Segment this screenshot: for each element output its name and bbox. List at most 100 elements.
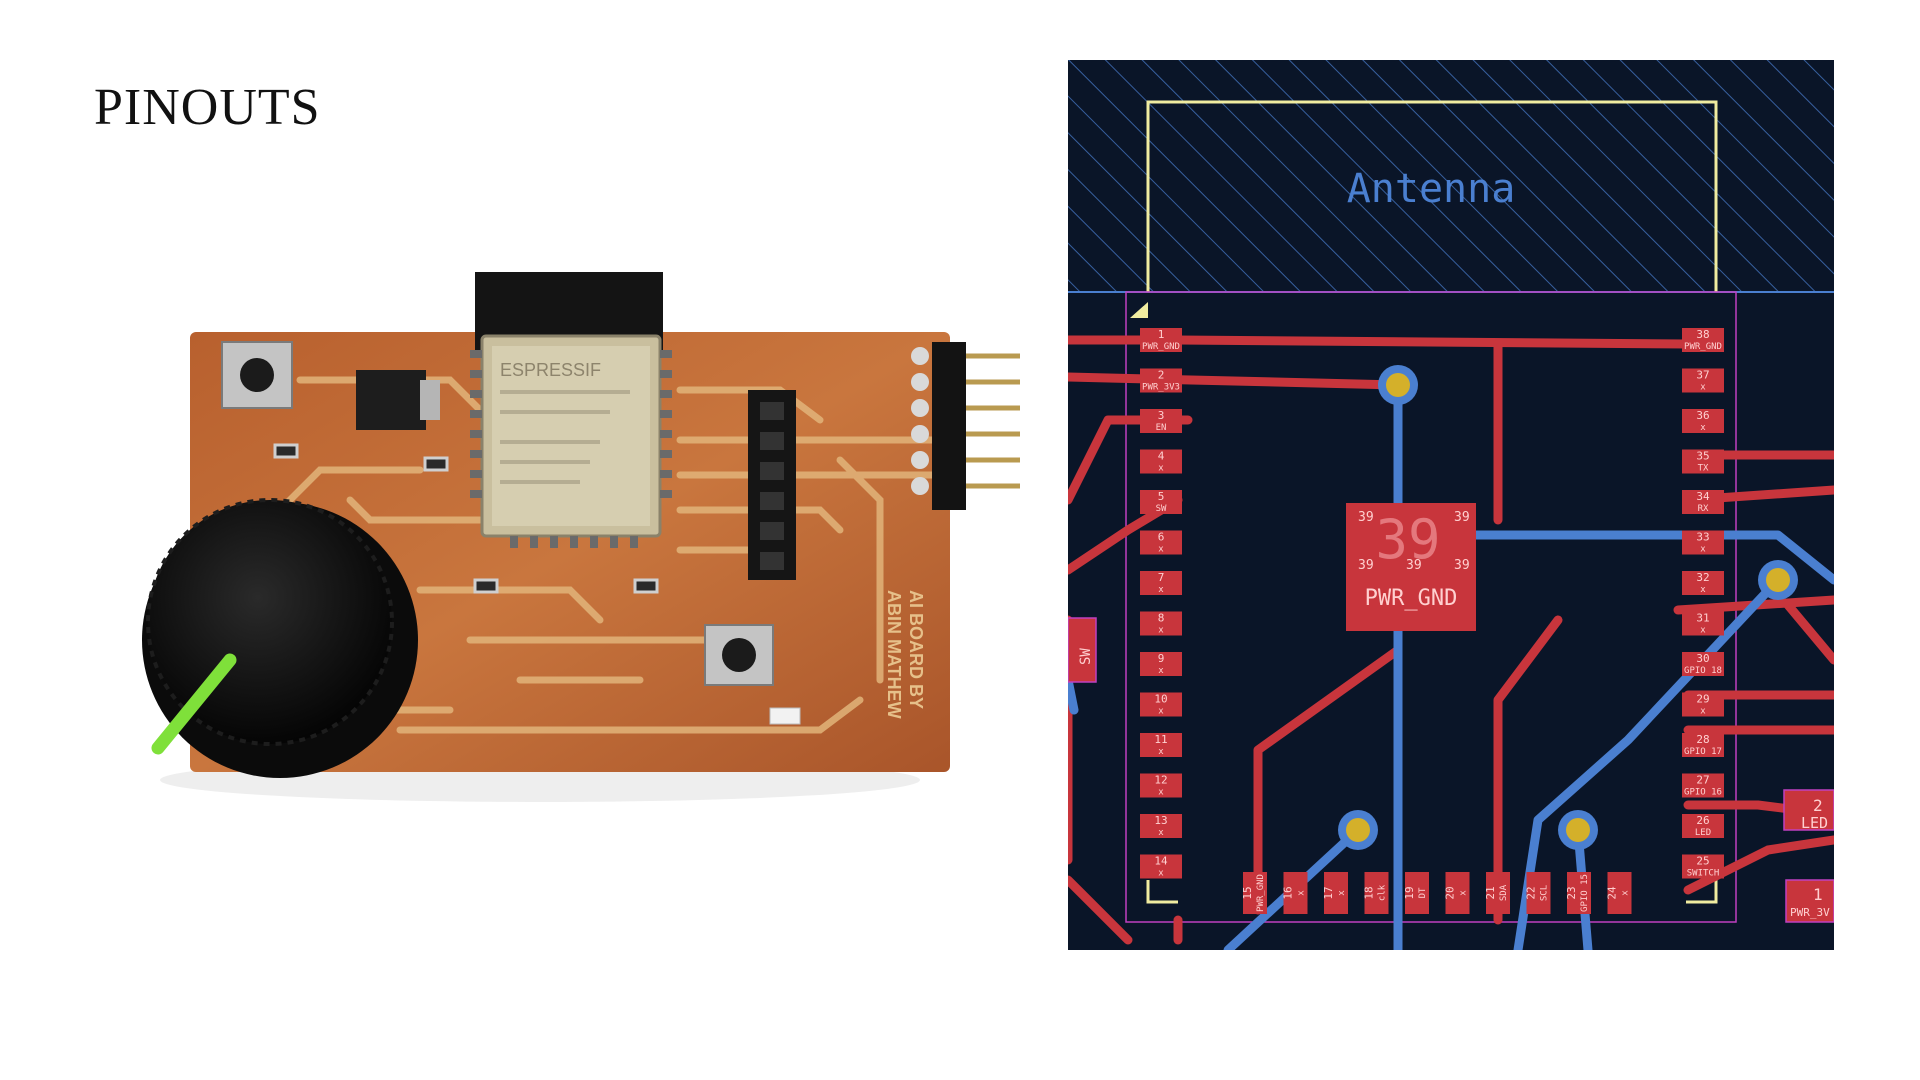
right-pad-37: 37x bbox=[1682, 368, 1724, 393]
pad-number: 22 bbox=[1525, 886, 1538, 899]
sw-label: SW bbox=[1078, 648, 1094, 665]
pad-name: x bbox=[1158, 828, 1164, 838]
sw-footprint bbox=[1068, 617, 1097, 683]
right-pad-36: 36x bbox=[1682, 409, 1724, 433]
pad-name: TX bbox=[1698, 464, 1709, 474]
pad-name: PWR_GND bbox=[1256, 874, 1266, 912]
pad-number: 4 bbox=[1158, 450, 1165, 463]
pad-name: x bbox=[1158, 869, 1164, 879]
pad-number: 28 bbox=[1696, 733, 1709, 746]
pwr-pad-num: 1 bbox=[1813, 885, 1823, 904]
pad-name: SDA bbox=[1499, 884, 1509, 901]
led-pad-label: LED bbox=[1801, 814, 1828, 832]
center-pad-big-num: 39 bbox=[1375, 508, 1440, 571]
pad-number: 20 bbox=[1444, 886, 1457, 899]
pad-number: 3 bbox=[1158, 409, 1165, 422]
center-ground-pad: 39 PWR_GND 39 39 39 39 39 bbox=[1346, 503, 1476, 631]
silkscreen-line-2: ABIN MATHEW bbox=[884, 590, 904, 719]
male-pin-header bbox=[911, 342, 1020, 510]
pad-name: PWR_3V3 bbox=[1142, 383, 1180, 393]
pad-number: 11 bbox=[1154, 733, 1167, 746]
pad-number: 6 bbox=[1158, 531, 1165, 544]
right-pad-31: 31x bbox=[1682, 611, 1724, 636]
left-pad-11: 11x bbox=[1140, 733, 1182, 757]
silkscreen-line-1: AI BOARD BY bbox=[906, 590, 926, 709]
pad-name: x bbox=[1700, 423, 1706, 433]
center-pad-num-3: 39 bbox=[1358, 558, 1374, 573]
rotary-encoder-knob bbox=[142, 498, 418, 778]
left-pad-10: 10x bbox=[1140, 692, 1182, 717]
pad-number: 15 bbox=[1241, 886, 1254, 899]
pcb-layout-view: Antenna bbox=[1068, 60, 1834, 950]
pad-name: SW bbox=[1156, 504, 1167, 514]
pad-number: 16 bbox=[1282, 886, 1295, 899]
pad-name: x bbox=[1337, 890, 1347, 896]
pad-number: 26 bbox=[1696, 814, 1709, 827]
left-pad-9: 9x bbox=[1140, 652, 1182, 676]
left-pad-4: 4x bbox=[1140, 449, 1182, 474]
pad-name: x bbox=[1621, 890, 1631, 896]
pad-name: LED bbox=[1695, 828, 1711, 838]
left-pin-pads: 1PWR_GND2PWR_3V33EN4x5SW6x7x8x9x10x11x12… bbox=[1140, 328, 1182, 879]
pad-name: GPIO 18 bbox=[1684, 666, 1722, 676]
pad-number: 13 bbox=[1154, 814, 1167, 827]
center-pad-num-2: 39 bbox=[1454, 510, 1470, 525]
led bbox=[769, 707, 801, 725]
pwr-footprint bbox=[1785, 879, 1834, 923]
pad-number: 5 bbox=[1158, 490, 1165, 503]
pad-name: PWR_GND bbox=[1684, 342, 1722, 352]
pad-name: x bbox=[1700, 383, 1706, 393]
antenna-silkscreen bbox=[1146, 100, 1718, 292]
right-pad-29: 29x bbox=[1682, 692, 1724, 717]
pad-number: 7 bbox=[1158, 571, 1165, 584]
pad-number: 34 bbox=[1696, 490, 1710, 503]
center-pad-label: PWR_GND bbox=[1365, 586, 1458, 611]
pad-number: 37 bbox=[1696, 369, 1709, 382]
left-pad-3: 3EN bbox=[1140, 409, 1182, 433]
pad-name: x bbox=[1459, 890, 1469, 896]
board-photo: ESPRESSIF bbox=[120, 260, 1040, 820]
pad-name: x bbox=[1158, 747, 1164, 757]
pad-number: 19 bbox=[1403, 886, 1416, 899]
led-pad-num: 2 bbox=[1813, 796, 1823, 815]
pad-name: x bbox=[1158, 464, 1164, 474]
right-pad-33: 33x bbox=[1682, 530, 1724, 555]
pad-name: PWR_GND bbox=[1142, 342, 1180, 352]
pwr-pad-label: PWR_3V bbox=[1790, 906, 1830, 919]
pad-number: 9 bbox=[1158, 652, 1165, 665]
pad-name: x bbox=[1158, 707, 1164, 717]
pad-number: 31 bbox=[1696, 612, 1709, 625]
pad-number: 2 bbox=[1158, 369, 1165, 382]
pad-number: 24 bbox=[1606, 886, 1619, 900]
left-pad-8: 8x bbox=[1140, 611, 1182, 636]
reset-button bbox=[221, 341, 293, 409]
pad-number: 8 bbox=[1158, 612, 1165, 625]
pad-number: 36 bbox=[1696, 409, 1709, 422]
pad-name: x bbox=[1297, 890, 1307, 896]
left-pad-14: 14x bbox=[1140, 854, 1182, 879]
right-pad-32: 32x bbox=[1682, 571, 1724, 595]
center-pad-num-5: 39 bbox=[1454, 558, 1470, 573]
module-brand: ESPRESSIF bbox=[500, 360, 601, 380]
pad-number: 21 bbox=[1484, 886, 1497, 899]
pad-number: 18 bbox=[1363, 886, 1376, 899]
led-footprint bbox=[1783, 789, 1834, 831]
center-pad-num-4: 39 bbox=[1406, 558, 1422, 573]
antenna-keepout-zone bbox=[1068, 60, 1834, 292]
pad-number: 27 bbox=[1696, 774, 1709, 787]
vias bbox=[1338, 365, 1798, 850]
pad-number: 14 bbox=[1154, 855, 1168, 868]
